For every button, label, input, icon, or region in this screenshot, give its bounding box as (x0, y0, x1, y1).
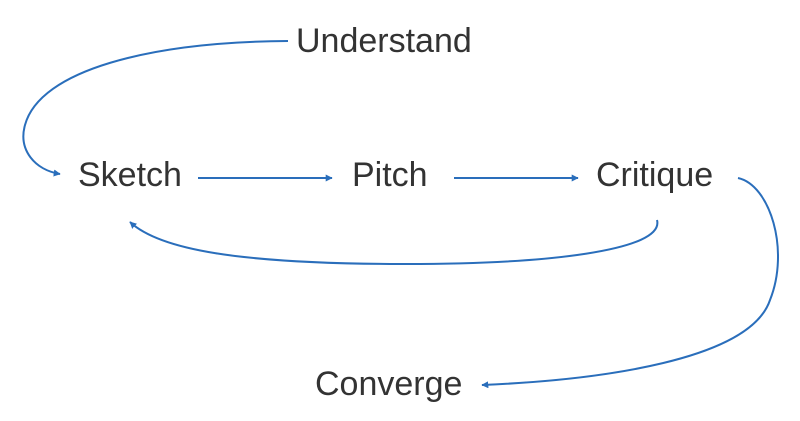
node-understand: Understand (296, 22, 472, 60)
edge-critique-to-sketch (129, 219, 659, 266)
node-pitch: Pitch (352, 156, 428, 194)
edge-critique-to-converge (481, 177, 779, 389)
node-converge: Converge (315, 365, 462, 403)
node-critique: Critique (596, 156, 713, 194)
edge-understand-to-sketch (22, 40, 289, 177)
node-sketch: Sketch (78, 156, 182, 194)
